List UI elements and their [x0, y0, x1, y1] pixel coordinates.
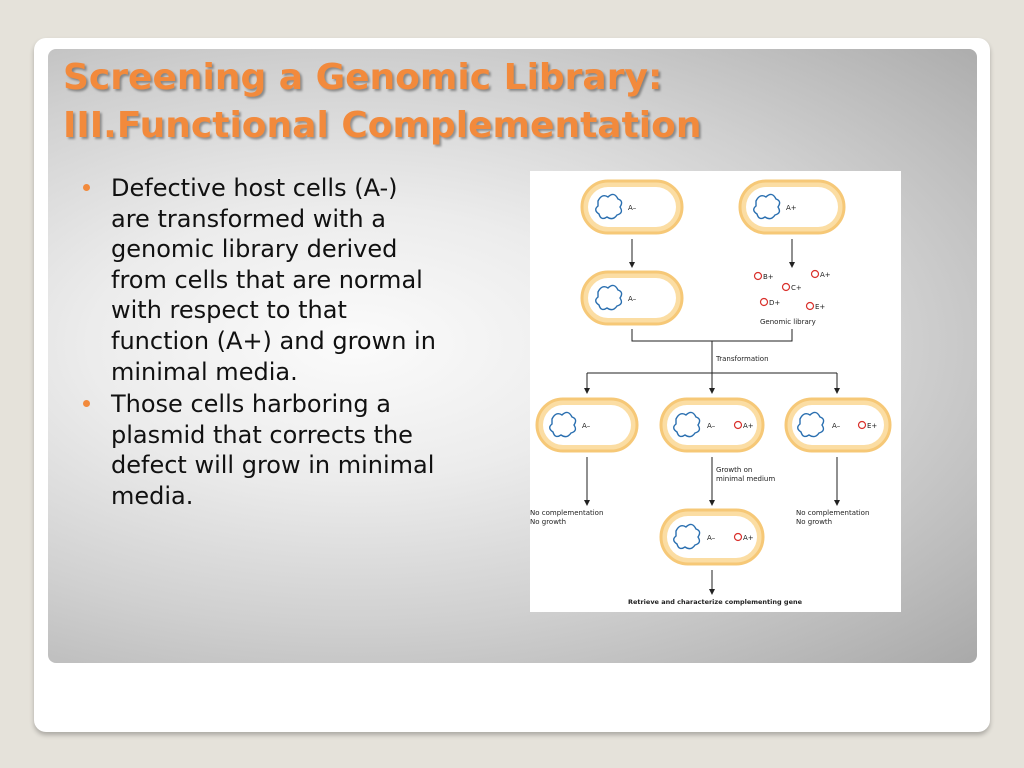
- title-line-1: Screening a Genomic Library:: [63, 57, 663, 98]
- plasmid-label: C+: [791, 284, 802, 292]
- genomic-library: B+ A+ C+ D+ E+ Genomic library: [753, 269, 831, 326]
- plasmid-icon: [753, 271, 763, 281]
- bullet-text: Those cells harboring a plasmid that cor…: [111, 390, 435, 510]
- plasmid-label: E+: [867, 422, 877, 430]
- plasmid-label: B+: [763, 273, 774, 281]
- cell-a-minus-only: A–: [535, 397, 639, 453]
- cell-a-minus-top: A–: [580, 179, 684, 235]
- bullet-dot-icon: [83, 400, 90, 408]
- cell-a-minus-with-a-plus: A– A+: [659, 397, 765, 453]
- bullet-text: Defective host cells (A-) are transforme…: [111, 174, 436, 386]
- plasmid-icon: [733, 420, 743, 430]
- plasmid-icon: [733, 532, 743, 542]
- cell-label: A–: [582, 422, 591, 430]
- outcome-label: No growth: [530, 518, 566, 526]
- plasmid-icon: [759, 297, 769, 307]
- outcome-label: No growth: [796, 518, 832, 526]
- outcome-label: No complementation: [796, 509, 869, 517]
- plasmid-label: A+: [743, 534, 754, 542]
- bullet-item: Those cells harboring a plasmid that cor…: [80, 389, 440, 511]
- final-label: Retrieve and characterize complementing …: [628, 598, 803, 606]
- plasmid-icon: [810, 269, 820, 279]
- cell-label: A+: [786, 204, 797, 212]
- plasmid-icon: [857, 420, 867, 430]
- library-label: Genomic library: [760, 318, 816, 326]
- bullet-item: Defective host cells (A-) are transforme…: [80, 173, 440, 387]
- outcome-label: No complementation: [530, 509, 603, 517]
- chromosome-icon: [753, 193, 781, 220]
- cell-label: A–: [707, 534, 716, 542]
- merge-connector: [631, 329, 793, 342]
- cell-a-minus-with-e-plus: A– E+: [784, 397, 892, 453]
- chromosome-icon: [797, 411, 825, 438]
- title-line-2: III.Functional Complementation: [63, 105, 702, 146]
- chromosome-icon: [673, 523, 701, 550]
- diagram-svg: A– A+ A– B+ A+ C+ D+ E: [530, 179, 892, 606]
- plasmid-icon: [781, 282, 791, 292]
- cell-a-minus-second: A–: [580, 270, 684, 326]
- cell-a-plus-top: A+: [738, 179, 846, 235]
- chromosome-icon: [595, 193, 623, 220]
- plasmid-label: D+: [769, 299, 780, 307]
- complementation-diagram: A– A+ A– B+ A+ C+ D+ E: [530, 171, 901, 612]
- chromosome-icon: [549, 411, 577, 438]
- bullet-dot-icon: [83, 184, 90, 191]
- slide-title: Screening a Genomic Library: III.Functio…: [63, 54, 702, 150]
- chromosome-icon: [595, 284, 623, 311]
- cell-complemented: A– A+: [659, 508, 765, 566]
- cell-label: A–: [628, 204, 637, 212]
- chromosome-icon: [673, 411, 701, 438]
- plasmid-icon: [805, 301, 815, 311]
- plasmid-label: A+: [820, 271, 831, 279]
- cell-label: A–: [832, 422, 841, 430]
- plasmid-label: E+: [815, 303, 825, 311]
- growth-label: minimal medium: [716, 475, 775, 483]
- transformation-label: Transformation: [715, 355, 769, 363]
- growth-label: Growth on: [716, 466, 752, 474]
- bullet-list: Defective host cells (A-) are transforme…: [80, 173, 440, 514]
- cell-label: A–: [628, 295, 637, 303]
- cell-label: A–: [707, 422, 716, 430]
- plasmid-label: A+: [743, 422, 754, 430]
